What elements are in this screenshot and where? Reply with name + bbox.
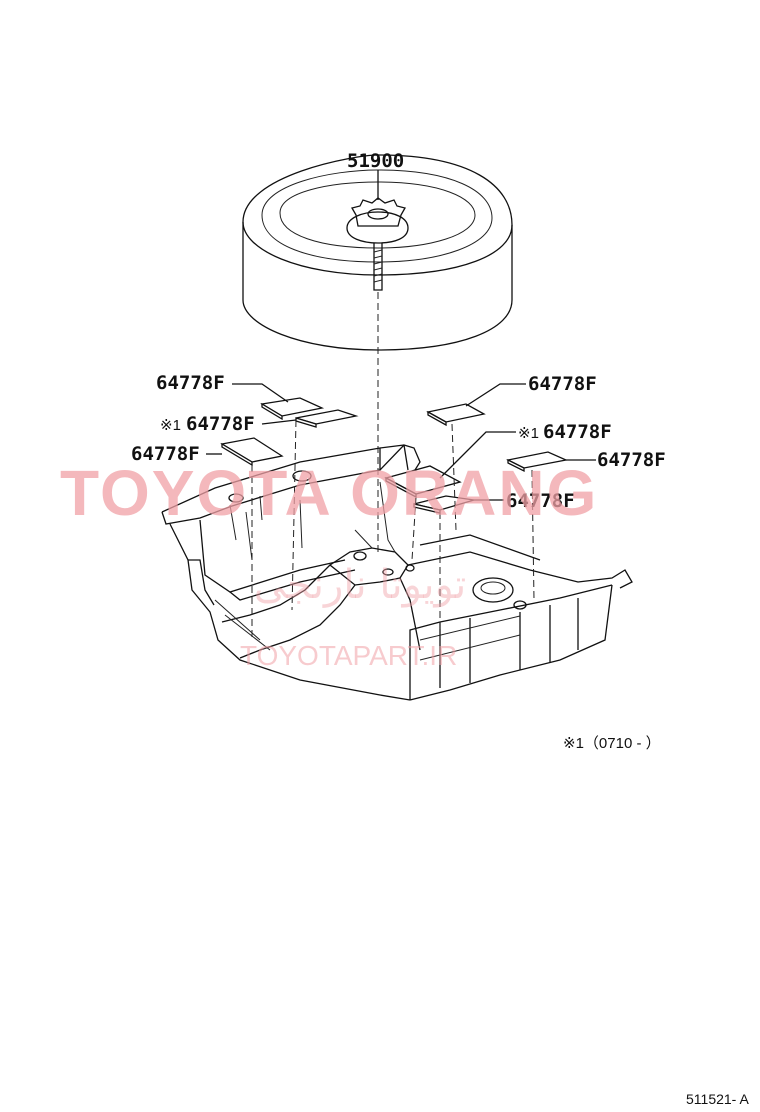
label-64778f-right-upper: 64778F — [528, 373, 597, 395]
applicability-note: ※1（0710 - ） — [563, 735, 661, 752]
label-64778f-far-right: 64778F — [597, 449, 666, 471]
label-64778f-right-lower: 64778F — [506, 490, 575, 512]
label-64778f-left-middle: 64778F — [186, 413, 255, 435]
watermark-sub: TOYOTAPART.IR — [240, 640, 457, 671]
pad-left-upper — [260, 397, 325, 417]
diagram-code: 511521- A — [686, 1091, 749, 1107]
label-51900: 51900 — [347, 150, 404, 172]
label-note-prefix-left: ※1 — [160, 417, 181, 434]
label-note-prefix-right: ※1 — [518, 425, 539, 442]
label-64778f-left-lower: 64778F — [131, 443, 200, 465]
pad-dashed-lines — [251, 419, 535, 640]
spare-tire-illustration — [242, 154, 513, 351]
rear-floor-pan-illustration — [161, 444, 633, 701]
watermark-main: TOYOTA ORANG — [60, 457, 598, 529]
label-64778f-left-upper: 64778F — [156, 372, 225, 394]
watermark-arabic: تویوتا نارنجی — [254, 562, 467, 608]
leader-lines — [206, 383, 596, 501]
pads — [220, 397, 569, 514]
label-64778f-right-middle: 64778F — [543, 421, 612, 443]
